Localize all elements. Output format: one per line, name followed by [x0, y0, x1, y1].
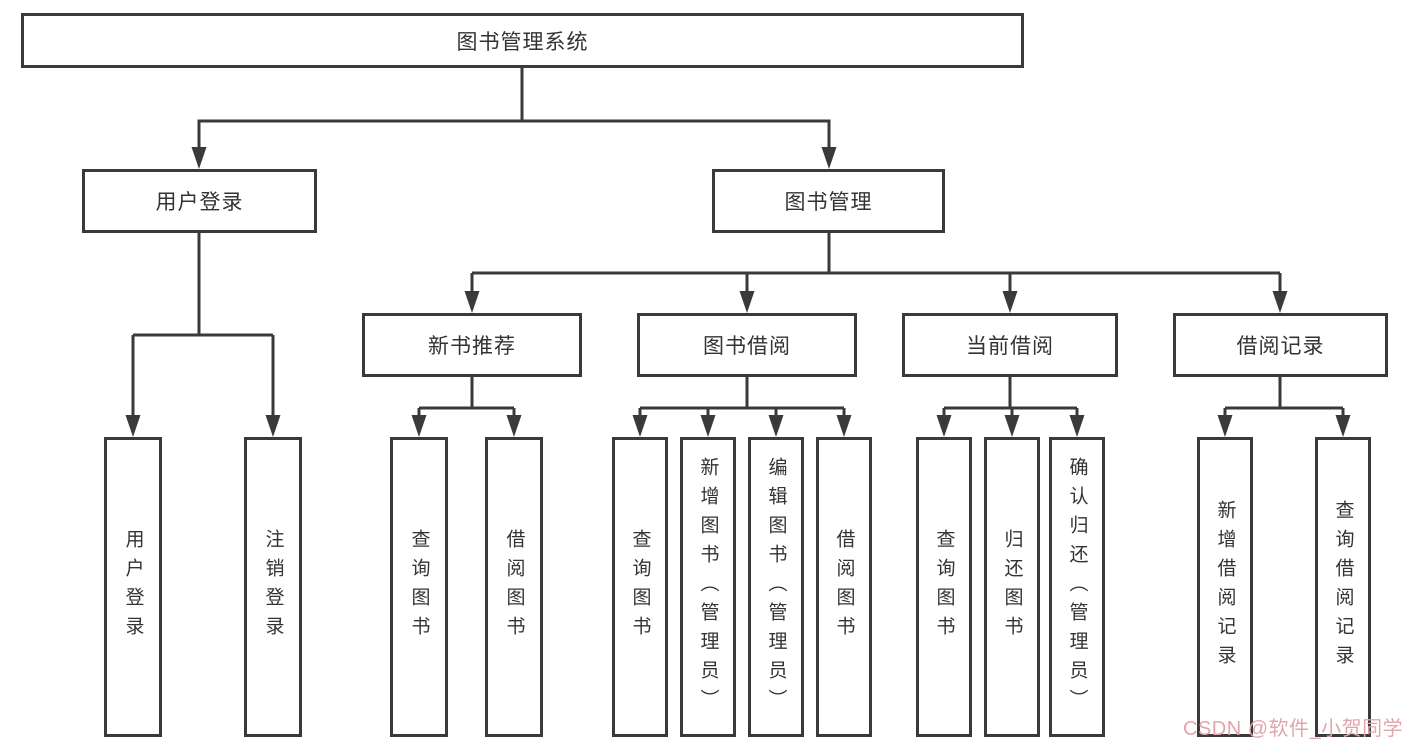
arrow-icon: [1069, 415, 1085, 437]
arrowheads: [125, 147, 1351, 437]
arrow-icon: [768, 415, 784, 437]
edge-book-borrow-to-leaves: [638, 377, 846, 420]
arrow-icon: [1272, 291, 1288, 313]
arrow-icon: [1335, 415, 1351, 437]
arrow-icon: [700, 415, 716, 437]
leaf-label: 用户登录: [122, 529, 144, 645]
node-label: 新书推荐: [428, 335, 516, 358]
arrow-icon: [464, 291, 480, 313]
arrow-icon: [936, 415, 952, 437]
arrow-icon: [506, 415, 522, 437]
leaf-label: 归还图书: [1001, 529, 1023, 645]
node-label: 图书借阅: [703, 335, 791, 358]
arrow-icon: [125, 415, 141, 437]
arrow-icon: [191, 147, 207, 169]
node-borrowing-records: 借阅记录: [1173, 313, 1388, 377]
leaf-add-borrow-record: 新增借阅记录: [1197, 437, 1253, 737]
csdn-watermark: CSDN @软件_小贺同学: [1183, 718, 1404, 740]
node-label: 当前借阅: [966, 335, 1054, 358]
arrow-icon: [739, 291, 755, 313]
leaf-confirm-return-admin: 确认归还（管理员）: [1049, 437, 1105, 737]
node-book-management: 图书管理: [712, 169, 945, 233]
leaf-label: 确认归还（管理员）: [1066, 456, 1088, 718]
node-label: 图书管理: [784, 191, 873, 214]
arrow-icon: [1004, 415, 1020, 437]
arrow-icon: [821, 147, 837, 169]
edge-user-login-to-leaves: [131, 233, 275, 420]
leaf-label: 注销登录: [262, 529, 284, 645]
arrow-icon: [1002, 291, 1018, 313]
leaf-label: 新增图书（管理员）: [697, 456, 719, 718]
arrow-icon: [632, 415, 648, 437]
node-label: 借阅记录: [1236, 335, 1325, 358]
arrow-icon: [411, 415, 427, 437]
leaf-label: 查询图书: [408, 529, 430, 645]
edge-root-to-level2: [197, 68, 831, 152]
edge-book-mgmt-to-level3: [470, 233, 1282, 296]
node-current-borrowing: 当前借阅: [902, 313, 1118, 377]
leaf-query-books-recommend: 查询图书: [390, 437, 448, 737]
leaf-logout: 注销登录: [244, 437, 302, 737]
leaf-borrow-books: 借阅图书: [816, 437, 872, 737]
node-user-login: 用户登录: [82, 169, 317, 233]
leaf-label: 编辑图书（管理员）: [765, 456, 787, 718]
leaf-return-books: 归还图书: [984, 437, 1040, 737]
edge-current-borrow-to-leaves: [942, 377, 1079, 420]
leaf-query-books-borrow: 查询图书: [612, 437, 668, 737]
leaf-query-borrow-record: 查询借阅记录: [1315, 437, 1371, 737]
leaf-label: 借阅图书: [833, 529, 855, 645]
leaf-borrow-books-recommend: 借阅图书: [485, 437, 543, 737]
leaf-edit-books-admin: 编辑图书（管理员）: [748, 437, 804, 737]
leaf-label: 新增借阅记录: [1214, 500, 1236, 674]
arrow-icon: [1217, 415, 1233, 437]
node-label: 用户登录: [155, 191, 244, 214]
node-book-borrowing: 图书借阅: [637, 313, 857, 377]
node-new-book-recommend: 新书推荐: [362, 313, 582, 377]
arrow-icon: [265, 415, 281, 437]
leaf-label: 查询图书: [629, 529, 651, 645]
node-label: 图书管理系统: [456, 30, 589, 54]
arrow-icon: [836, 415, 852, 437]
leaf-label: 查询图书: [933, 529, 955, 645]
leaf-label: 查询借阅记录: [1332, 500, 1354, 674]
leaf-user-login: 用户登录: [104, 437, 162, 737]
edge-new-book-rec-to-leaves: [417, 377, 516, 420]
leaf-add-books-admin: 新增图书（管理员）: [680, 437, 736, 737]
leaf-query-books-current: 查询图书: [916, 437, 972, 737]
node-library-system: 图书管理系统: [21, 13, 1024, 68]
edge-borrow-records-to-leaves: [1223, 377, 1345, 420]
leaf-label: 借阅图书: [503, 529, 525, 645]
